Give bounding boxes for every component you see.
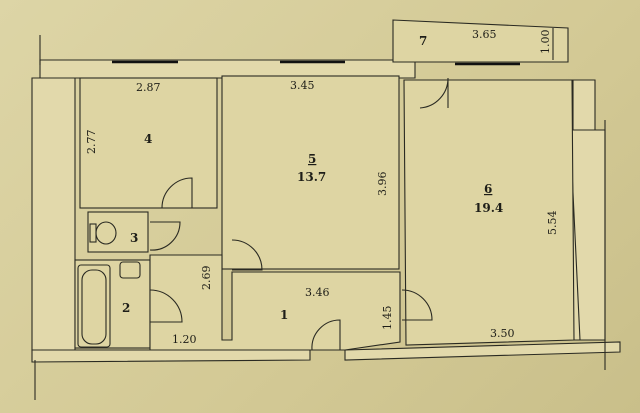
room-1-depth: 1.45 — [381, 306, 394, 331]
room-7-width: 3.65 — [472, 28, 497, 41]
bathtub-icon — [77, 264, 111, 348]
room-3-number: 3 — [130, 231, 138, 245]
door — [149, 221, 181, 251]
door — [161, 177, 193, 209]
room-3-toilet — [87, 211, 149, 253]
room-2-bathroom — [74, 259, 151, 349]
room-1-width: 3.46 — [305, 286, 330, 299]
corridor-length: 2.69 — [200, 266, 213, 291]
room-5-number: 5 — [308, 152, 316, 166]
room-6-area: 19.4 — [474, 201, 503, 215]
room-4-depth: 2.77 — [85, 130, 98, 155]
room-5-width: 3.45 — [290, 79, 315, 92]
room-5 — [221, 75, 400, 270]
room-4 — [79, 77, 218, 209]
room-1-number: 1 — [280, 308, 288, 322]
room-5-depth: 3.96 — [376, 172, 389, 197]
room-6-number: 6 — [484, 182, 492, 196]
sink-icon — [119, 261, 141, 279]
room-7-depth: 1.00 — [539, 30, 552, 55]
door — [311, 319, 341, 351]
room-6 — [403, 79, 575, 346]
room-7-number: 7 — [419, 34, 427, 48]
room-6-depth: 5.54 — [546, 211, 559, 236]
room-5-area: 13.7 — [297, 170, 326, 184]
door — [401, 289, 433, 321]
room-7-balcony — [392, 19, 569, 63]
room-4-number: 4 — [144, 132, 152, 146]
room-4-width: 2.87 — [136, 81, 161, 94]
room-2-number: 2 — [122, 301, 130, 315]
door — [149, 289, 183, 323]
door — [231, 239, 263, 271]
corridor-width: 1.20 — [172, 333, 197, 346]
room-1-hall — [149, 254, 401, 351]
door — [419, 77, 449, 109]
room-6-width: 3.50 — [490, 327, 515, 340]
